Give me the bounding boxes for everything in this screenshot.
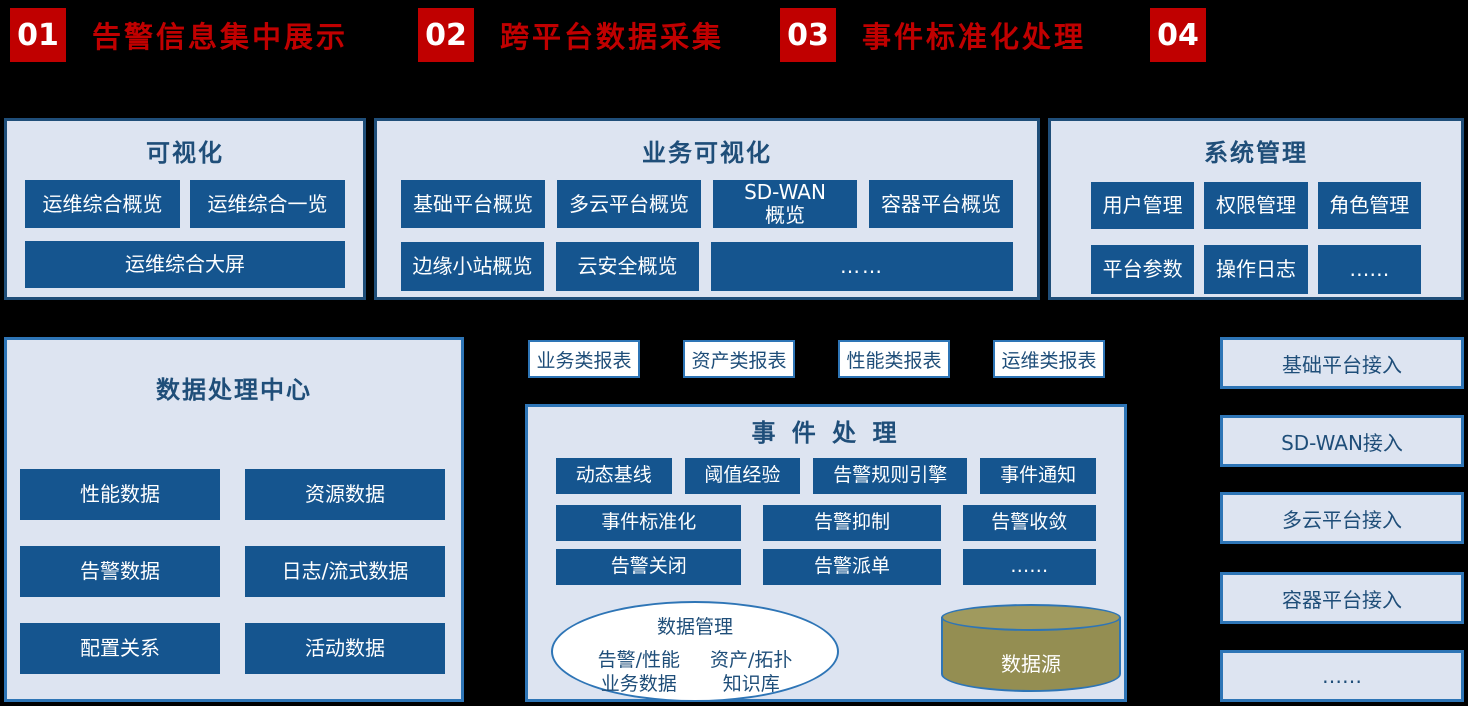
panel-business-visualization-title: 业务可视化 <box>642 139 772 167</box>
block-platform-params: 平台参数 <box>1091 245 1195 294</box>
step-02: 02 跨平台数据采集 <box>418 8 724 62</box>
panel-event-processing-title: 事 件 处 理 <box>751 419 901 447</box>
report-performance: 性能类报表 <box>838 340 950 378</box>
report-ops: 运维类报表 <box>993 340 1105 378</box>
block-activity-data: 活动数据 <box>245 623 445 674</box>
block-ops-bigscreen: 运维综合大屏 <box>25 241 345 288</box>
block-performance-data: 性能数据 <box>20 469 220 520</box>
block-alarm-data: 告警数据 <box>20 546 220 597</box>
block-threshold-experience: 阈值经验 <box>684 458 801 494</box>
block-resource-data: 资源数据 <box>245 469 445 520</box>
report-business: 业务类报表 <box>528 340 640 378</box>
access-container: 容器平台接入 <box>1220 572 1464 624</box>
data-management-left-label: 告警/性能 业务数据 <box>597 649 680 695</box>
step-02-badge: 02 <box>418 8 474 62</box>
access-base-platform: 基础平台接入 <box>1220 337 1464 389</box>
block-edge-site-overview: 边缘小站概览 <box>401 242 544 291</box>
block-more-overviews: …… <box>711 242 1013 291</box>
block-ops-glance: 运维综合一览 <box>190 180 345 228</box>
panel-event-processing: 事 件 处 理 动态基线 阈值经验 告警规则引擎 事件通知 事件标准化 告警抑制… <box>525 404 1127 702</box>
step-02-label: 跨平台数据采集 <box>500 20 725 54</box>
step-01-badge: 01 <box>10 8 66 62</box>
block-dynamic-baseline: 动态基线 <box>556 458 672 494</box>
block-config-relations: 配置关系 <box>20 623 220 674</box>
step-01: 01 告警信息集中展示 <box>10 8 348 62</box>
panel-visualization-title: 可视化 <box>146 139 224 167</box>
access-more: …… <box>1220 650 1464 702</box>
panel-data-processing-center: 数据处理中心 性能数据 资源数据 告警数据 日志/流式数据 配置关系 活动数据 <box>4 337 464 702</box>
block-user-management: 用户管理 <box>1091 182 1195 229</box>
panel-system-management: 系统管理 用户管理 权限管理 角色管理 平台参数 操作日志 …… <box>1048 118 1464 300</box>
block-container-overview: 容器平台概览 <box>869 180 1013 228</box>
panel-system-management-title: 系统管理 <box>1204 139 1308 167</box>
block-alarm-dispatch: 告警派单 <box>763 549 941 585</box>
block-multicloud-overview: 多云平台概览 <box>557 180 701 228</box>
access-sdwan: SD-WAN接入 <box>1220 415 1464 467</box>
block-alarm-suppression: 告警抑制 <box>763 505 941 541</box>
block-log-stream-data: 日志/流式数据 <box>245 546 445 597</box>
block-alarm-convergence: 告警收敛 <box>962 505 1096 541</box>
report-asset: 资产类报表 <box>683 340 795 378</box>
data-management-right-label: 资产/拓扑 知识库 <box>710 649 793 695</box>
step-04-badge: 04 <box>1150 8 1206 62</box>
block-role-management: 角色管理 <box>1317 182 1421 229</box>
datasource-cylinder: 数据源 <box>941 604 1121 692</box>
block-alarm-close: 告警关闭 <box>556 549 742 585</box>
block-permission-management: 权限管理 <box>1204 182 1308 229</box>
datasource-cylinder-top <box>941 604 1121 631</box>
block-alarm-rule-engine: 告警规则引擎 <box>813 458 968 494</box>
step-01-label: 告警信息集中展示 <box>92 20 349 54</box>
panel-data-processing-title: 数据处理中心 <box>156 376 312 404</box>
panel-business-visualization: 业务可视化 基础平台概览 多云平台概览 SD-WAN 概览 容器平台概览 边缘小… <box>374 118 1040 300</box>
block-sdwan-overview: SD-WAN 概览 <box>713 180 857 228</box>
step-04: 04 <box>1150 8 1232 62</box>
block-event-standardization: 事件标准化 <box>556 505 742 541</box>
block-ops-overview: 运维综合概览 <box>25 180 180 228</box>
block-more-event: …… <box>962 549 1096 585</box>
block-operation-log: 操作日志 <box>1204 245 1308 294</box>
data-management-ellipse: 数据管理 告警/性能 业务数据 资产/拓扑 知识库 <box>551 601 839 702</box>
block-more-system: …… <box>1317 245 1421 294</box>
block-cloud-security-overview: 云安全概览 <box>556 242 699 291</box>
datasource-label: 数据源 <box>1001 652 1061 676</box>
step-03-label: 事件标准化处理 <box>862 20 1087 54</box>
step-03: 03 事件标准化处理 <box>780 8 1086 62</box>
data-management-title: 数据管理 <box>656 616 733 638</box>
access-multicloud: 多云平台接入 <box>1220 492 1464 544</box>
block-event-notification: 事件通知 <box>980 458 1096 494</box>
block-base-platform-overview: 基础平台概览 <box>401 180 545 228</box>
step-03-badge: 03 <box>780 8 836 62</box>
panel-visualization: 可视化 运维综合概览 运维综合一览 运维综合大屏 <box>4 118 366 300</box>
